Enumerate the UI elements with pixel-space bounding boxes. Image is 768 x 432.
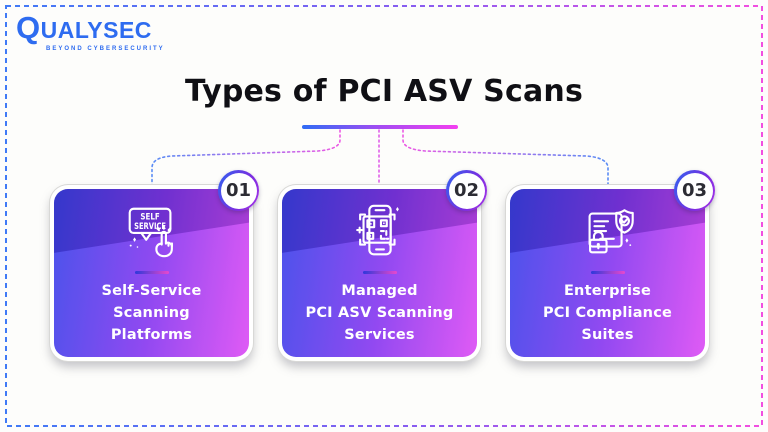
card-number: 03	[676, 172, 713, 209]
card-label: Self-Service Scanning Platforms	[102, 281, 202, 346]
card-label: Managed PCI ASV Scanning Services	[306, 281, 454, 346]
svg-text:SELF: SELF	[140, 212, 159, 222]
connector-lines	[151, 129, 609, 186]
card-gradient-panel: SELF SERVICE Self-Service Scanning Platf…	[54, 189, 249, 357]
icon-divider	[362, 271, 397, 274]
compliance-shield-doc-icon	[588, 209, 634, 254]
title-underline	[302, 125, 458, 129]
card-label-line: PCI ASV Scanning	[305, 304, 454, 321]
qualysec-logo: QUALYSEC BEYOND CYBERSECURITY	[16, 12, 165, 52]
card-label-line: Platforms	[110, 326, 193, 343]
icon-wrap	[577, 199, 639, 265]
card-label-line: Services	[344, 326, 415, 343]
card-number: 01	[220, 172, 257, 209]
card-number: 02	[448, 172, 485, 209]
card-label-line: Suites	[581, 326, 634, 343]
self-service-click-icon: SELF SERVICE	[128, 207, 173, 258]
page-title: Types of PCI ASV Scans	[184, 74, 584, 109]
card-label-line: Self-Service	[101, 283, 202, 299]
brand-wordmark: QUALYSEC	[16, 10, 152, 45]
card-managed-scanning: 02	[278, 170, 487, 361]
cards-row: 01 SELF SERVICE S	[50, 170, 715, 361]
icon-wrap	[349, 199, 411, 265]
connector-right	[402, 129, 609, 186]
card-number-badge: 03	[674, 170, 715, 211]
card-self-service: 01 SELF SERVICE S	[50, 170, 259, 361]
title-block: Types of PCI ASV Scans	[0, 74, 768, 109]
card-label-line: PCI Compliance	[542, 304, 673, 321]
icon-divider	[134, 271, 169, 274]
card-label-line: Enterprise	[563, 283, 652, 299]
icon-wrap: SELF SERVICE	[121, 199, 183, 265]
card-enterprise-compliance: 03 Enterprise	[506, 170, 715, 361]
brand-tagline: BEYOND CYBERSECURITY	[46, 46, 165, 52]
card-number-badge: 01	[218, 170, 259, 211]
qr-scan-phone-icon	[355, 204, 399, 256]
card-gradient-panel: Enterprise PCI Compliance Suites	[510, 189, 705, 357]
card-label-line: Scanning	[113, 304, 190, 321]
card-label: Enterprise PCI Compliance Suites	[543, 281, 672, 346]
card-number-badge: 02	[446, 170, 487, 211]
svg-text:SERVICE: SERVICE	[134, 222, 166, 232]
card-label-line: Managed	[341, 283, 418, 299]
icon-divider	[590, 271, 625, 274]
card-gradient-panel: Managed PCI ASV Scanning Services	[282, 189, 477, 357]
